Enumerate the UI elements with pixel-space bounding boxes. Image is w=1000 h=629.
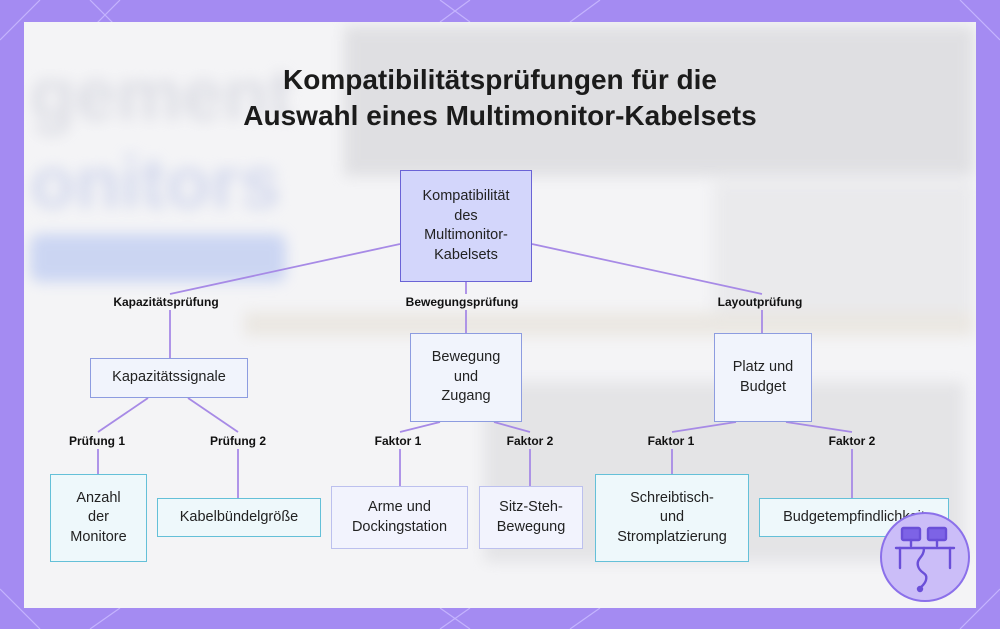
leaf-line: Stromplatzierung: [617, 528, 727, 545]
edge-label-layoutpruefung: Layoutprüfung: [717, 295, 803, 309]
root-line: Multimonitor-: [424, 227, 508, 243]
edge-label-kapazitaetspruefung: Kapazitätsprüfung: [113, 295, 219, 309]
leaf-line: Sitz-Steh-: [499, 499, 563, 515]
node-line: und: [453, 368, 479, 385]
edge-label-pruefung-1: Prüfung 1: [69, 434, 125, 448]
edge-label-faktor-1-layout: Faktor 1: [647, 434, 695, 448]
leaf-line: Schreibtisch-: [630, 489, 714, 506]
root-line: Kabelsets: [434, 246, 498, 263]
desk-cable-icon: [880, 512, 970, 602]
node-platz-und-budget: Platz und Budget: [714, 333, 812, 422]
node-line: Kapazitätssignale: [112, 369, 226, 386]
leaf-schreibtisch-und-stromplatzierung: Schreibtisch- und Stromplatzierung: [595, 474, 749, 562]
leaf-line: Budgetempfindlichkeit: [783, 508, 925, 525]
node-bewegung-und-zugang: Bewegung und Zugang: [410, 333, 522, 422]
edge-label-faktor-1-bewegung: Faktor 1: [374, 434, 422, 448]
node-line: Zugang: [441, 388, 491, 405]
edge-label-faktor-2-layout: Faktor 2: [828, 434, 876, 448]
node-line: Budget: [740, 378, 786, 395]
leaf-line: und: [659, 509, 685, 526]
root-line: des: [454, 207, 478, 224]
leaf-line: Arme und: [368, 499, 431, 515]
leaf-anzahl-der-monitore: Anzahl der Monitore: [50, 474, 147, 562]
title-line-1: Kompatibilitätsprüfungen für die: [283, 64, 717, 95]
leaf-arme-und-dockingstation: Arme und Dockingstation: [331, 486, 468, 549]
edge-root-layout: [531, 243, 763, 295]
leaf-line: Kabelbündelgröße: [179, 508, 299, 525]
leaf-line: Dockingstation: [351, 518, 448, 535]
edge-root-kapazitaet: [169, 243, 401, 295]
edge-label-faktor-2-bewegung: Faktor 2: [506, 434, 554, 448]
leaf-line: Anzahl: [76, 489, 121, 506]
leaf-sitz-steh-bewegung: Sitz-Steh- Bewegung: [479, 486, 583, 549]
edge-label-bewegungspruefung: Bewegungsprüfung: [405, 295, 519, 309]
root-node: Kompatibilität des Multimonitor- Kabelse…: [400, 170, 532, 282]
leaf-line: der: [88, 509, 109, 526]
node-line: Bewegung: [431, 349, 501, 366]
node-kapazitaetssignale: Kapazitätssignale: [90, 358, 248, 398]
title-line-2: Auswahl eines Multimonitor-Kabelsets: [243, 100, 757, 131]
leaf-line: Bewegung: [496, 518, 566, 535]
page-title: Kompatibilitätsprüfungen für die Auswahl…: [150, 62, 850, 134]
node-line: Platz und: [732, 359, 794, 375]
edge-label-pruefung-2: Prüfung 2: [210, 434, 266, 448]
leaf-line: Monitore: [70, 528, 127, 545]
root-line: Kompatibilität: [422, 188, 510, 204]
leaf-kabelbuendelgroesse: Kabelbündelgröße: [157, 498, 321, 537]
